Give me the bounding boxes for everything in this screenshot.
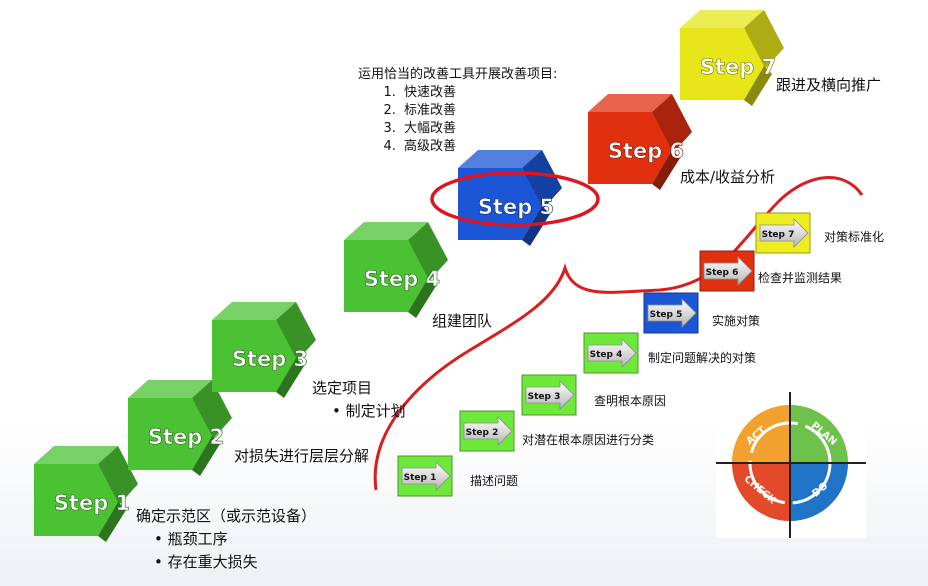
sub-step-2-label: Step 2 [466,428,499,438]
sub-step-6: Step 6 [699,250,755,292]
substep6-desc: 检查并监测结果 [758,271,843,285]
main-step-5-label: Step 5 [478,195,554,219]
main-step-2-label: Step 2 [148,425,224,449]
sub-step-2: Step 2 [459,410,515,452]
main-step-5: Step 5 [458,150,562,246]
sub-step-3: Step 3 [521,374,577,416]
main-step-3: Step 3 [212,302,316,398]
main-step-4: Step 4 [344,222,448,318]
substep5-desc: 实施对策 [712,314,761,328]
step1-bullet-2: 存在重大损失 [154,553,258,571]
sub-step-1-label: Step 1 [404,473,437,483]
substep4-desc: 制定问题解决的对策 [648,351,757,365]
step5-item-3: 大幅改善 [400,120,557,138]
main-step-1: Step 1 [34,446,138,542]
step3-bullet-1: 制定计划 [332,402,406,420]
main-step-2: Step 2 [128,380,232,476]
pdca-wheel: ACT PLAN CHECK DO [716,392,866,538]
substep1-desc: 描述问题 [470,474,519,488]
step5-item-2: 标准改善 [400,102,557,120]
step5-highlight-ellipse [430,171,600,227]
main-step-7: Step 7 [680,10,784,106]
sub-steps-curve [373,176,864,491]
sub-step-4-label: Step 4 [590,350,623,360]
main-step-4-label: Step 4 [364,267,440,291]
substep7-desc: 对策标准化 [824,230,885,244]
main-step-1-label: Step 1 [54,491,130,515]
step1-bullet-1: 瓶颈工序 [154,530,228,548]
step5-item-4: 高级改善 [400,138,557,156]
main-step-6: Step 6 [588,94,692,190]
sub-step-6-label: Step 6 [706,268,739,278]
step5-item-1: 快速改善 [400,84,557,102]
sub-step-5: Step 5 [643,292,699,334]
sub-step-7-label: Step 7 [762,230,795,240]
substep2-desc: 对潜在根本原因进行分类 [522,433,655,447]
step4-desc: 组建团队 [432,312,493,330]
step5-instructions-title: 运用恰当的改善工具开展改善项目: [358,67,558,82]
sub-step-3-label: Step 3 [528,392,561,402]
step3-desc: 选定项目 [312,379,373,397]
sub-step-1: Step 1 [397,455,453,497]
step5-instructions: 运用恰当的改善工具开展改善项目: 快速改善 标准改善 大幅改善 高级改善 [358,66,557,156]
step2-desc: 对损失进行层层分解 [234,447,370,465]
sub-step-5-label: Step 5 [650,310,683,320]
main-step-6-label: Step 6 [608,139,684,163]
sub-step-4: Step 4 [583,332,639,374]
main-step-7-label: Step 7 [700,55,776,79]
step1-desc: 确定示范区（或示范设备） [136,507,317,525]
substep3-desc: 查明根本原因 [594,394,667,408]
main-step-3-label: Step 3 [232,347,308,371]
sub-step-7: Step 7 [755,212,811,254]
step7-desc: 跟进及横向推广 [776,76,882,94]
step6-desc: 成本/收益分析 [680,168,776,186]
